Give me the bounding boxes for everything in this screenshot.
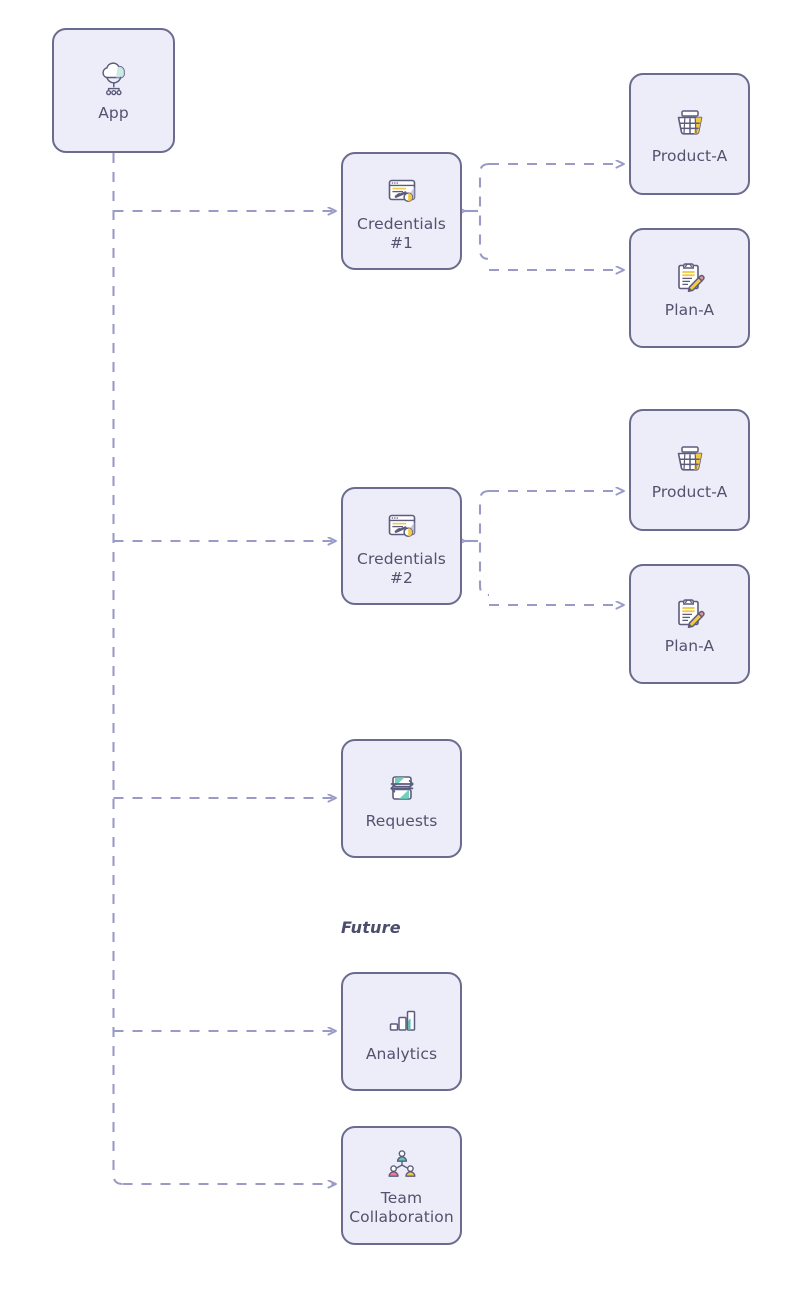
node-product-a-1[interactable]: Product-A [629, 73, 750, 195]
node-credentials-1-label: Credentials #1 [357, 214, 446, 252]
node-analytics-label: Analytics [365, 1044, 438, 1063]
group-label-future: Future [341, 918, 401, 937]
node-credentials-2[interactable]: Credentials #2 [341, 487, 462, 605]
shopping-basket-icon [672, 102, 708, 144]
clipboard-pencil-icon [672, 256, 708, 298]
node-requests-label: Requests [365, 811, 438, 830]
shopping-basket-icon [672, 438, 708, 480]
exchange-arrows-icon [384, 767, 420, 809]
browser-key-icon [384, 505, 420, 547]
clipboard-pencil-icon [672, 592, 708, 634]
browser-key-icon [384, 170, 420, 212]
node-team-collaboration[interactable]: Team Collaboration [341, 1126, 462, 1245]
node-credentials-2-label: Credentials #2 [357, 549, 446, 587]
edge-app-trunk [112, 153, 123, 1186]
node-app-label: App [98, 103, 129, 122]
cloud-network-icon [96, 59, 132, 101]
bar-chart-icon [384, 1000, 420, 1042]
node-credentials-1[interactable]: Credentials #1 [341, 152, 462, 270]
node-plan-a-1[interactable]: Plan-A [629, 228, 750, 348]
team-hierarchy-icon [384, 1144, 420, 1186]
node-plan-a-2[interactable]: Plan-A [629, 564, 750, 684]
node-plan-a-2-label: Plan-A [664, 637, 715, 656]
node-team-collaboration-label: Team Collaboration [349, 1189, 454, 1226]
node-plan-a-1-label: Plan-A [664, 301, 715, 320]
edge-credentials-2-trunk [478, 489, 490, 597]
node-product-a-2-label: Product-A [651, 483, 728, 502]
node-app[interactable]: App [52, 28, 175, 153]
node-requests[interactable]: Requests [341, 739, 462, 858]
edge-credentials-1-trunk [478, 162, 490, 261]
node-analytics[interactable]: Analytics [341, 972, 462, 1091]
node-product-a-2[interactable]: Product-A [629, 409, 750, 531]
node-product-a-1-label: Product-A [651, 147, 728, 166]
